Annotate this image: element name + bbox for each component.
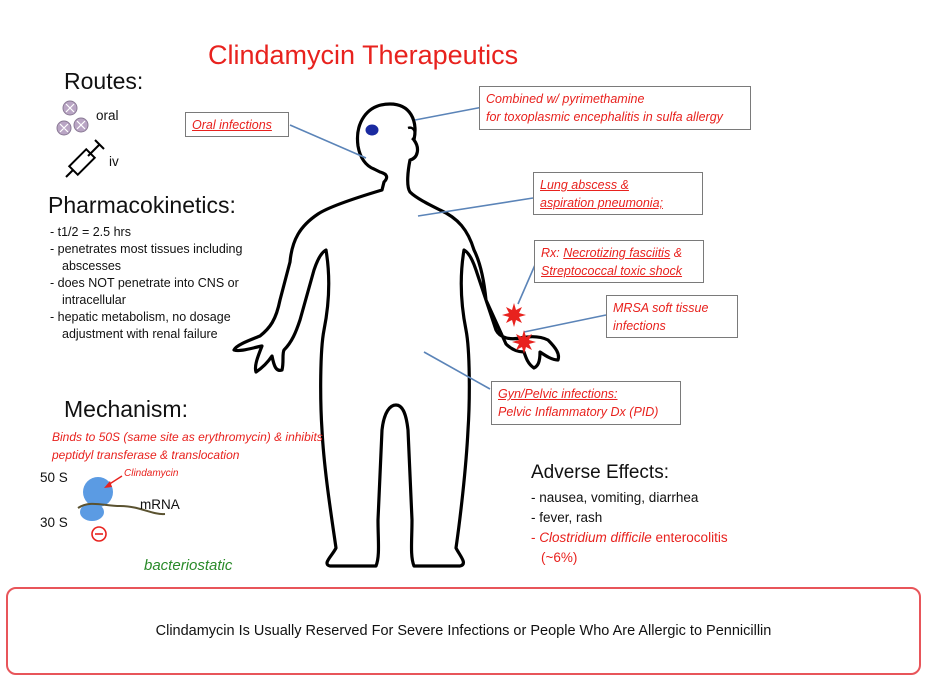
callout-lung-line1: Lung abscess & — [540, 178, 629, 192]
callout-toxo-line1: Combined w/ pyrimethamine — [486, 92, 645, 106]
callout-rx-prefix: Rx: — [541, 246, 564, 260]
ear-mark — [407, 126, 417, 141]
mrsa-burst-icon — [512, 330, 536, 354]
callout-mrsa: MRSA soft tissue infections — [606, 295, 738, 338]
callout-lung: Lung abscess & aspiration pneumonia; — [533, 172, 703, 215]
mechanism-description: Binds to 50S (same site as erythromycin)… — [52, 430, 323, 462]
route-oral-label: oral — [96, 108, 119, 123]
syringe-icon — [65, 139, 105, 178]
pharmacokinetics-list: - t1/2 = 2.5 hrs - penetrates most tissu… — [50, 224, 280, 343]
callout-rx-nec: Necrotizing fasciitis — [563, 246, 671, 260]
necrotizing-burst-icon — [502, 303, 526, 327]
ribosome-diagram — [77, 475, 166, 542]
pk-item: - does NOT penetrate into CNS or intrace… — [50, 276, 239, 307]
human-body-outline — [232, 102, 561, 568]
ae-cdiff-dash: - — [531, 530, 540, 545]
footer-banner: Clindamycin Is Usually Reserved For Seve… — [6, 587, 921, 675]
label-30s: 30 S — [40, 515, 68, 530]
line-mrsa — [523, 314, 607, 333]
line-gyn — [423, 351, 491, 390]
bacteriostatic-label: bacteriostatic — [144, 557, 233, 574]
routes-heading: Routes: — [64, 68, 144, 94]
ribosome-50s — [83, 477, 113, 507]
line-oral — [289, 124, 367, 159]
callout-mrsa-line1: MRSA soft tissue — [613, 301, 709, 315]
footer-banner-text: Clindamycin Is Usually Reserved For Seve… — [155, 623, 772, 639]
callout-oral-text: Oral infections — [192, 118, 272, 132]
adverse-effects-heading: Adverse Effects: — [531, 462, 669, 483]
line-toxo — [414, 106, 484, 121]
mechanism-heading: Mechanism: — [64, 396, 188, 422]
callout-toxoplasmic: Combined w/ pyrimethamine for toxoplasmi… — [479, 86, 751, 130]
page-title: Clindamycin Therapeutics — [208, 40, 519, 70]
label-clindamycin: Clindamycin — [124, 468, 179, 479]
ae-item-pct: (~6%) — [541, 550, 578, 565]
ae-item-cdiff: - Clostridium difficile enterocolitis — [531, 528, 791, 548]
line-lung — [417, 197, 534, 217]
callout-rx-line1: Rx: Necrotizing fasciitis & — [541, 244, 697, 262]
route-iv-label: iv — [109, 154, 119, 169]
pk-item: - penetrates most tissues including absc… — [50, 242, 243, 273]
ae-item: - nausea, vomiting, diarrhea — [531, 490, 699, 505]
mrna-strand — [77, 502, 166, 516]
callout-gyn: Gyn/Pelvic infections: Pelvic Inflammato… — [491, 381, 681, 425]
eye-mark — [365, 124, 379, 136]
callout-rx-line2: Streptococcal toxic shock — [541, 264, 683, 278]
ae-cdiff-rest: enterocolitis — [651, 530, 728, 545]
pk-item: - hepatic metabolism, no dosage adjustme… — [50, 310, 231, 341]
pharmacokinetics-heading: Pharmacokinetics: — [48, 192, 236, 218]
ribosome-30s — [80, 503, 104, 521]
callout-gyn-line1: Gyn/Pelvic infections: — [498, 387, 618, 401]
callout-necrotizing: Rx: Necrotizing fasciitis & Streptococca… — [534, 240, 704, 283]
ae-item: - fever, rash — [531, 510, 603, 525]
callout-oral-infections: Oral infections — [185, 112, 289, 137]
pk-item: - t1/2 = 2.5 hrs — [50, 225, 131, 239]
callout-mrsa-line2: infections — [613, 319, 666, 333]
callout-lung-line2: aspiration pneumonia; — [540, 196, 663, 210]
ae-cdiff-organism: Clostridium difficile — [539, 530, 652, 545]
label-50s: 50 S — [40, 470, 68, 485]
label-mrna: mRNA — [140, 497, 180, 512]
adverse-effects-list: - nausea, vomiting, diarrhea - fever, ra… — [531, 488, 791, 568]
callout-toxo-line2: for toxoplasmic encephalitis in sulfa al… — [486, 110, 723, 124]
pills-icon — [56, 100, 89, 136]
callout-gyn-line2: Pelvic Inflammatory Dx (PID) — [498, 405, 659, 419]
callout-rx-amp: & — [670, 246, 683, 260]
